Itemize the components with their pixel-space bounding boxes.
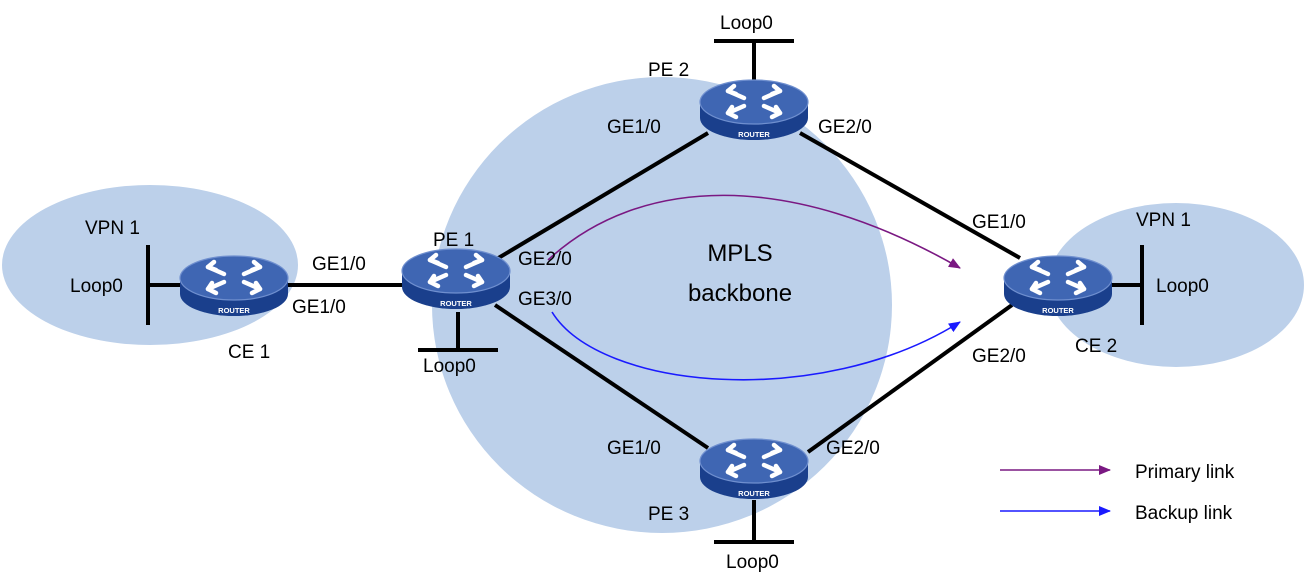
pe2-name: PE 2 — [648, 60, 689, 81]
ce2-if-pe2: GE1/0 — [972, 212, 1026, 233]
router-badge: ROUTER — [218, 306, 250, 315]
pe3-name: PE 3 — [648, 504, 689, 525]
router-pe2[interactable]: ROUTER — [700, 80, 808, 140]
pe1-loop-label: Loop0 — [423, 356, 476, 377]
pe2-if-ce2: GE2/0 — [818, 117, 872, 138]
router-ce1[interactable]: ROUTER — [180, 256, 288, 316]
router-pe3[interactable]: ROUTER — [700, 439, 808, 499]
vpn1-right-cloud — [1048, 203, 1304, 367]
mpls-backbone-cloud — [432, 77, 892, 533]
pe1-if-pe2: GE2/0 — [518, 249, 572, 270]
router-badge: ROUTER — [1042, 306, 1074, 315]
router-pe1[interactable]: ROUTER — [402, 249, 510, 309]
legend: Primary link Backup link — [1000, 462, 1235, 524]
pe1-if-pe3: GE3/0 — [518, 289, 572, 310]
router-ce2[interactable]: ROUTER — [1004, 256, 1112, 316]
ce2-name: CE 2 — [1075, 336, 1117, 357]
link-pe2-ce2 — [799, 131, 1021, 260]
ce2-if-pe3: GE2/0 — [972, 346, 1026, 367]
primary-link-path — [547, 194, 961, 269]
ce1-name: CE 1 — [228, 342, 270, 363]
link-pe3-ce2 — [806, 303, 1014, 454]
router-badge: ROUTER — [440, 299, 472, 308]
router-badge: ROUTER — [738, 130, 770, 139]
ce1-loop-label: Loop0 — [70, 276, 123, 297]
backbone-label-line2: backbone — [688, 280, 792, 307]
pe3-if-ce2: GE2/0 — [826, 438, 880, 459]
vpn1-left-label: VPN 1 — [85, 218, 140, 239]
link-pe1-pe3 — [493, 303, 710, 450]
pe3-if-pe1: GE1/0 — [607, 438, 661, 459]
backup-link-path — [551, 311, 961, 381]
ce2-loop-label: Loop0 — [1156, 276, 1209, 297]
legend-primary-label: Primary link — [1135, 462, 1235, 483]
pe1-name: PE 1 — [433, 230, 474, 251]
backbone-label-line1: MPLS — [707, 240, 772, 267]
pe1-if-ce: GE1/0 — [312, 254, 366, 275]
pe3-loop-label: Loop0 — [726, 552, 779, 573]
ce1-if-pe1: GE1/0 — [292, 297, 346, 318]
pe2-if-pe1: GE1/0 — [607, 117, 661, 138]
link-pe1-pe2 — [493, 131, 710, 262]
pe2-loop-label: Loop0 — [720, 13, 773, 34]
router-badge: ROUTER — [738, 489, 770, 498]
legend-backup-label: Backup link — [1135, 503, 1233, 524]
vpn1-right-label: VPN 1 — [1136, 210, 1191, 231]
